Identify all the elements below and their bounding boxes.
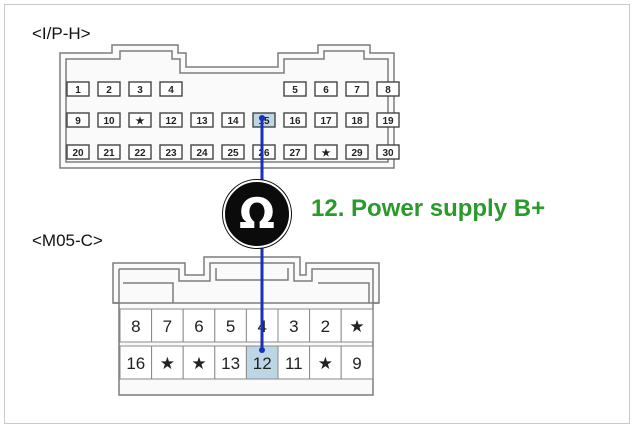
svg-text:24: 24: [196, 148, 208, 159]
svg-text:9: 9: [352, 354, 361, 373]
top-pin-5: 5: [283, 81, 307, 97]
svg-text:19: 19: [382, 116, 394, 127]
top-pin-blank: ★: [128, 112, 152, 128]
svg-text:2: 2: [106, 85, 112, 96]
top-pin-30: 30: [376, 144, 400, 160]
svg-text:12: 12: [253, 354, 272, 373]
svg-text:26: 26: [258, 148, 270, 159]
svg-text:16: 16: [126, 354, 145, 373]
svg-text:6: 6: [194, 317, 203, 336]
svg-text:11: 11: [285, 354, 303, 373]
svg-text:★: ★: [349, 317, 364, 336]
top-pin-26: 26: [252, 144, 276, 160]
top-pin-25: 25: [221, 144, 245, 160]
bottom-pin-12: 12: [245, 345, 279, 380]
svg-text:15: 15: [258, 116, 270, 127]
svg-text:2: 2: [321, 317, 330, 336]
diagram-frame: [4, 4, 630, 424]
svg-text:21: 21: [103, 148, 115, 159]
svg-text:29: 29: [351, 148, 363, 159]
top-pin-16: 16: [283, 112, 307, 128]
svg-text:6: 6: [323, 85, 329, 96]
top-pin-19: 19: [376, 112, 400, 128]
svg-text:25: 25: [227, 148, 239, 159]
top-pin-9: 9: [66, 112, 90, 128]
bottom-pin-9: 9: [340, 345, 374, 380]
top-pin-10: 10: [97, 112, 121, 128]
bottom-pin-7: 7: [151, 308, 184, 343]
top-pin-8: 8: [376, 81, 400, 97]
probe-tip-bottom: [259, 347, 265, 353]
svg-text:22: 22: [134, 148, 146, 159]
top-pin-6: 6: [314, 81, 338, 97]
bottom-pin-blank: ★: [309, 345, 342, 380]
svg-text:9: 9: [75, 116, 81, 127]
svg-text:1: 1: [75, 85, 81, 96]
top-pin-13: 13: [190, 112, 214, 128]
bottom-pin-13: 13: [214, 345, 247, 380]
bottom-pin-16: 16: [119, 345, 153, 380]
bottom-pin-6: 6: [182, 308, 216, 343]
svg-text:★: ★: [318, 354, 333, 373]
top-pin-18: 18: [345, 112, 369, 128]
svg-text:14: 14: [227, 116, 239, 127]
top-pin-7: 7: [345, 81, 369, 97]
top-pin-21: 21: [97, 144, 121, 160]
top-pin-3: 3: [128, 81, 152, 97]
bottom-pin-blank: ★: [340, 308, 374, 343]
svg-text:18: 18: [351, 116, 363, 127]
top-pin-14: 14: [221, 112, 245, 128]
svg-text:3: 3: [137, 85, 143, 96]
top-pin-22: 22: [128, 144, 152, 160]
top-pin-4: 4: [159, 81, 183, 97]
svg-text:7: 7: [163, 317, 172, 336]
bottom-connector-label: <M05-C>: [32, 231, 103, 250]
bottom-pin-8: 8: [119, 308, 153, 343]
bottom-pin-blank: ★: [151, 345, 184, 380]
probe-tip-top: [259, 115, 265, 121]
top-pin-blank: ★: [314, 144, 338, 160]
svg-text:8: 8: [385, 85, 391, 96]
bottom-pin-2: 2: [309, 308, 342, 343]
svg-text:12: 12: [165, 116, 177, 127]
top-pin-27: 27: [283, 144, 307, 160]
svg-text:23: 23: [165, 148, 177, 159]
svg-text:10: 10: [103, 116, 115, 127]
top-connector-label: <I/P-H>: [32, 24, 91, 43]
svg-text:17: 17: [320, 116, 332, 127]
svg-text:5: 5: [226, 317, 235, 336]
svg-text:★: ★: [191, 354, 206, 373]
svg-text:5: 5: [292, 85, 298, 96]
top-pin-20: 20: [66, 144, 90, 160]
bottom-pin-11: 11: [277, 345, 311, 380]
svg-text:★: ★: [322, 148, 331, 159]
top-pin-1: 1: [66, 81, 90, 97]
svg-text:8: 8: [131, 317, 140, 336]
svg-text:20: 20: [72, 148, 84, 159]
top-pin-24: 24: [190, 144, 214, 160]
svg-text:27: 27: [289, 148, 301, 159]
svg-text:30: 30: [382, 148, 394, 159]
svg-text:★: ★: [136, 116, 145, 127]
bottom-pin-blank: ★: [182, 345, 216, 380]
svg-text:13: 13: [221, 354, 240, 373]
top-pin-12: 12: [159, 112, 183, 128]
svg-text:★: ★: [160, 354, 175, 373]
svg-text:4: 4: [168, 85, 174, 96]
svg-text:3: 3: [289, 317, 298, 336]
top-pin-29: 29: [345, 144, 369, 160]
svg-text:13: 13: [196, 116, 208, 127]
svg-text:16: 16: [289, 116, 301, 127]
ohm-meter-icon: Ω: [223, 180, 291, 248]
bottom-pin-3: 3: [277, 308, 311, 343]
svg-text:7: 7: [354, 85, 360, 96]
top-pin-23: 23: [159, 144, 183, 160]
top-pin-2: 2: [97, 81, 121, 97]
top-pin-17: 17: [314, 112, 338, 128]
bottom-pin-5: 5: [214, 308, 247, 343]
measurement-title: 12. Power supply B+: [311, 195, 546, 222]
